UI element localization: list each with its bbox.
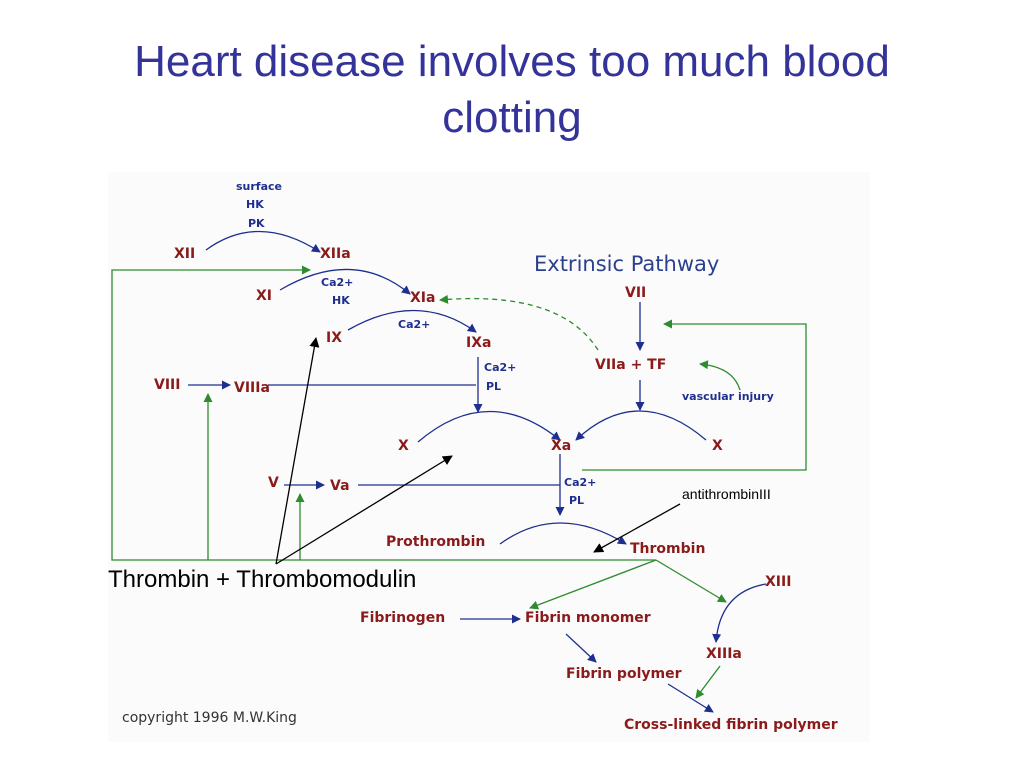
thrombin-feedback-loop: [111, 265, 656, 561]
factor-xii: XII: [174, 246, 196, 262]
title-line-2: clotting: [442, 93, 582, 142]
fibrinogen: Fibrinogen: [360, 610, 446, 626]
factor-xiii: XIII: [765, 574, 792, 590]
cofactor-ca-xa: Ca2+: [564, 476, 597, 489]
factor-x-right: X: [712, 438, 723, 454]
xii-to-xiia-arrow: [205, 230, 321, 253]
title-line-1: Heart disease involves too much blood: [134, 37, 890, 86]
factor-x-left: X: [398, 438, 409, 454]
fibrin-polymer: Fibrin polymer: [566, 666, 682, 682]
thrombin-to-fibrinogen-arrow: [529, 559, 657, 610]
xiii-to-xiiia-arrow: [712, 583, 767, 643]
cofactor-surface: surface: [236, 180, 282, 193]
x-to-xa-arrow: [417, 410, 561, 443]
cofactor-ca-ixa: Ca2+: [484, 361, 517, 374]
xi-to-xia-arrow: [279, 268, 411, 295]
cofactor-hk-xi: HK: [332, 294, 350, 307]
factor-xiia: XIIa: [320, 246, 351, 262]
thrombomodulin-to-va-arrow: [275, 455, 453, 565]
vascular-injury-arrow: [699, 360, 741, 391]
antithrombin-to-thrombin-arrow: [593, 503, 681, 553]
antithrombin-annotation: antithrombinIII: [682, 486, 771, 502]
cofactor-pk: PK: [248, 217, 265, 230]
extrinsic-pathway-heading: Extrinsic Pathway: [534, 252, 720, 276]
factor-ixa: IXa: [466, 335, 492, 351]
factor-viia-tf: VIIa + TF: [595, 357, 667, 373]
factor-ix: IX: [326, 330, 343, 346]
polymer-to-crosslinked-arrow: [667, 683, 714, 713]
vascular-injury: vascular injury: [682, 390, 774, 403]
thrombin: Thrombin: [630, 541, 706, 557]
thrombomodulin-to-ix-arrow: [275, 337, 320, 565]
factor-xa: Xa: [551, 438, 572, 454]
x-right-to-xa-arrow: [575, 410, 707, 441]
crosslinked-fibrin-polymer: Cross-linked fibrin polymer: [624, 717, 838, 733]
copyright-notice: copyright 1996 M.W.King: [122, 710, 297, 726]
ix-to-ixa-arrow: [347, 309, 477, 333]
viia-to-xia-dashed-arrow: [439, 294, 599, 351]
cofactor-ca-xi: Ca2+: [321, 276, 354, 289]
cascade-arrows: [111, 230, 807, 713]
cofactor-hk: HK: [246, 198, 264, 211]
factor-va: Va: [330, 478, 350, 494]
prothrombin-to-thrombin-arrow: [499, 522, 627, 545]
slide-title: Heart disease involves too much blood cl…: [20, 34, 1004, 146]
factor-v: V: [268, 475, 279, 491]
factor-viii: VIII: [154, 377, 181, 393]
prothrombin: Prothrombin: [386, 534, 486, 550]
cofactor-pl-xa: PL: [569, 494, 585, 507]
thrombin-to-xiii-arrow: [655, 559, 727, 603]
monomer-to-polymer-arrow: [565, 633, 597, 663]
cofactor-ca-ix: Ca2+: [398, 318, 431, 331]
cofactor-pl-ixa: PL: [486, 380, 502, 393]
factor-viiia: VIIIa: [234, 380, 270, 396]
factor-xi: XI: [256, 288, 273, 304]
coagulation-cascade-diagram: XII XIIa XI XIa IX IXa VIII VIIIa X Xa X…: [108, 172, 870, 742]
thrombomodulin-annotation: Thrombin + Thrombomodulin: [108, 566, 417, 593]
fibrin-monomer: Fibrin monomer: [525, 610, 651, 626]
factor-vii: VII: [625, 285, 647, 301]
factor-xiiia: XIIIa: [706, 646, 742, 662]
factor-xia: XIa: [410, 290, 436, 306]
xiiia-to-crosslinked-arrow: [695, 665, 721, 699]
xa-feedback-to-viia: [582, 319, 807, 471]
